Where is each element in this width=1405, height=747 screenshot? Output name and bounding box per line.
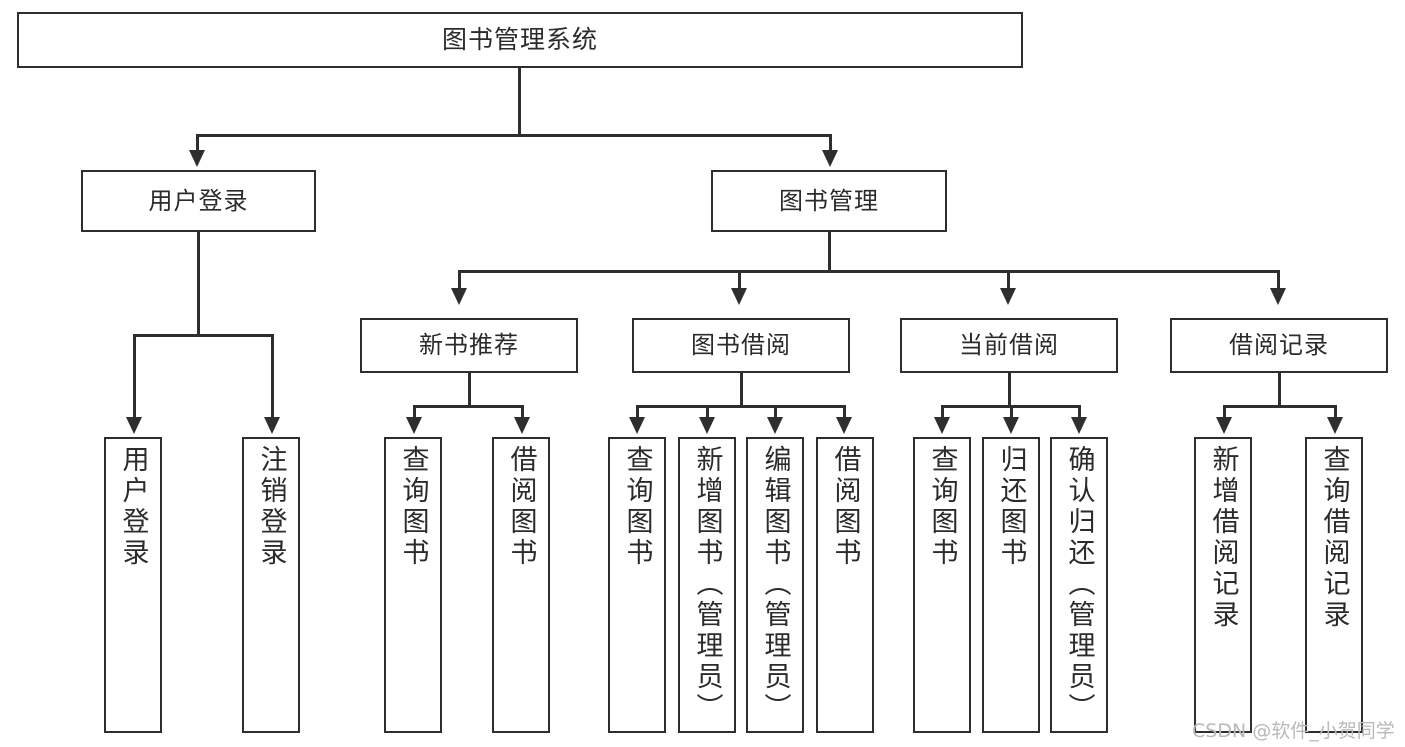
node-label: 新书推荐 [419, 331, 519, 360]
node-label: 用户登录 [148, 186, 249, 215]
connector-bb-to-leaf-2 [706, 405, 709, 419]
connector-borrow-record-bus [1224, 405, 1337, 408]
connector-user-login-to-leaf-2 [271, 334, 274, 418]
connector-new-book-stem [468, 373, 471, 407]
node-root-book-management-system[interactable]: 图书管理系统 [17, 12, 1023, 68]
arrowhead-user-login-to-leaf-2 [264, 417, 280, 434]
connector-root-to-user-login [196, 134, 199, 152]
connector-bb-to-leaf-3 [774, 405, 777, 419]
connector-root-to-book-management [829, 134, 832, 152]
arrowhead-bm-to-current-borrow [1000, 288, 1016, 305]
arrowhead-bm-to-book-borrow [731, 288, 747, 305]
connector-bb-to-leaf-1 [636, 405, 639, 419]
arrowhead-bm-to-borrow-record [1270, 288, 1286, 305]
connector-cb-to-leaf-2 [1010, 405, 1013, 419]
csdn-watermark: CSDN @软件_小贺同学 [1192, 720, 1395, 742]
arrowhead-root-to-book-management [822, 150, 838, 167]
node-leaf-add-book-admin[interactable]: 新增图书（管理员） [678, 437, 736, 733]
connector-root-stem [518, 68, 521, 135]
node-leaf-borrow-book[interactable]: 借阅图书 [816, 437, 874, 733]
node-label: 编辑图书（管理员） [759, 445, 791, 724]
node-leaf-query-book-borrow[interactable]: 查询图书 [608, 437, 666, 733]
connector-nb-to-leaf-2 [521, 405, 524, 419]
arrowhead-bb-to-leaf-4 [836, 417, 852, 434]
node-label: 确认归还（管理员） [1063, 445, 1095, 724]
node-label: 归还图书 [995, 445, 1027, 569]
arrowhead-bb-to-leaf-1 [629, 417, 645, 434]
connector-book-management-bus [459, 270, 1279, 273]
node-label: 借阅图书 [505, 445, 537, 569]
connector-user-login-stem [197, 232, 200, 336]
node-leaf-return-book[interactable]: 归还图书 [982, 437, 1040, 733]
node-label: 新增图书（管理员） [691, 445, 723, 724]
node-label: 查询图书 [397, 445, 429, 569]
connector-new-book-bus [414, 405, 524, 408]
connector-book-management-stem [828, 232, 831, 272]
arrowhead-br-to-leaf-2 [1327, 417, 1343, 434]
node-label: 借阅图书 [829, 445, 861, 569]
node-new-book-recommend[interactable]: 新书推荐 [360, 318, 578, 373]
connector-nb-to-leaf-1 [413, 405, 416, 419]
node-label: 借阅记录 [1229, 331, 1329, 360]
arrowhead-nb-to-leaf-2 [514, 417, 530, 434]
arrowhead-br-to-leaf-1 [1216, 417, 1232, 434]
node-leaf-borrow-book-recommend[interactable]: 借阅图书 [492, 437, 550, 733]
arrowhead-cb-to-leaf-3 [1071, 417, 1087, 434]
node-borrow-record[interactable]: 借阅记录 [1170, 318, 1388, 373]
node-leaf-user-login[interactable]: 用户登录 [104, 437, 162, 733]
node-label: 查询借阅记录 [1318, 445, 1350, 631]
node-label: 图书管理系统 [441, 25, 598, 55]
arrowhead-user-login-to-leaf-1 [126, 417, 142, 434]
node-leaf-add-borrow-record[interactable]: 新增借阅记录 [1194, 437, 1252, 733]
node-leaf-edit-book-admin[interactable]: 编辑图书（管理员） [746, 437, 804, 733]
connector-root-bus [197, 134, 832, 137]
connector-bm-to-current-borrow [1007, 270, 1010, 290]
node-label: 图书管理 [779, 186, 879, 215]
connector-user-login-bus [134, 334, 274, 337]
node-label: 用户登录 [117, 445, 149, 569]
connector-bb-to-leaf-4 [843, 405, 846, 419]
node-user-login[interactable]: 用户登录 [81, 170, 316, 232]
node-book-management[interactable]: 图书管理 [711, 170, 947, 232]
arrowhead-root-to-user-login [189, 150, 205, 167]
arrowhead-cb-to-leaf-1 [934, 417, 950, 434]
node-label: 图书借阅 [691, 331, 791, 360]
node-label: 查询图书 [926, 445, 958, 569]
node-label: 当前借阅 [959, 331, 1059, 360]
node-leaf-query-borrow-record[interactable]: 查询借阅记录 [1305, 437, 1363, 733]
node-label: 注销登录 [255, 445, 287, 569]
connector-current-borrow-stem [1008, 373, 1011, 407]
node-label: 新增借阅记录 [1207, 445, 1239, 631]
node-book-borrow[interactable]: 图书借阅 [632, 318, 850, 373]
connector-bm-to-book-borrow [738, 270, 741, 290]
connector-cb-to-leaf-1 [941, 405, 944, 419]
arrowhead-nb-to-leaf-1 [406, 417, 422, 434]
arrowhead-bb-to-leaf-3 [767, 417, 783, 434]
node-leaf-query-book-current[interactable]: 查询图书 [913, 437, 971, 733]
connector-br-to-leaf-2 [1334, 405, 1337, 419]
node-leaf-confirm-return-admin[interactable]: 确认归还（管理员） [1050, 437, 1108, 733]
node-leaf-logout[interactable]: 注销登录 [242, 437, 300, 733]
node-leaf-query-book-recommend[interactable]: 查询图书 [384, 437, 442, 733]
connector-book-borrow-bus [637, 405, 845, 408]
connector-br-to-leaf-1 [1223, 405, 1226, 419]
arrowhead-cb-to-leaf-2 [1003, 417, 1019, 434]
arrowhead-bb-to-leaf-2 [699, 417, 715, 434]
connector-bm-to-borrow-record [1277, 270, 1280, 290]
node-label: 查询图书 [621, 445, 653, 569]
connector-user-login-to-leaf-1 [133, 334, 136, 418]
connector-book-borrow-stem [740, 373, 743, 407]
connector-borrow-record-stem [1278, 373, 1281, 407]
node-current-borrow[interactable]: 当前借阅 [900, 318, 1118, 373]
arrowhead-bm-to-new-book [451, 288, 467, 305]
connector-cb-to-leaf-3 [1078, 405, 1081, 419]
connector-bm-to-new-book [458, 270, 461, 290]
